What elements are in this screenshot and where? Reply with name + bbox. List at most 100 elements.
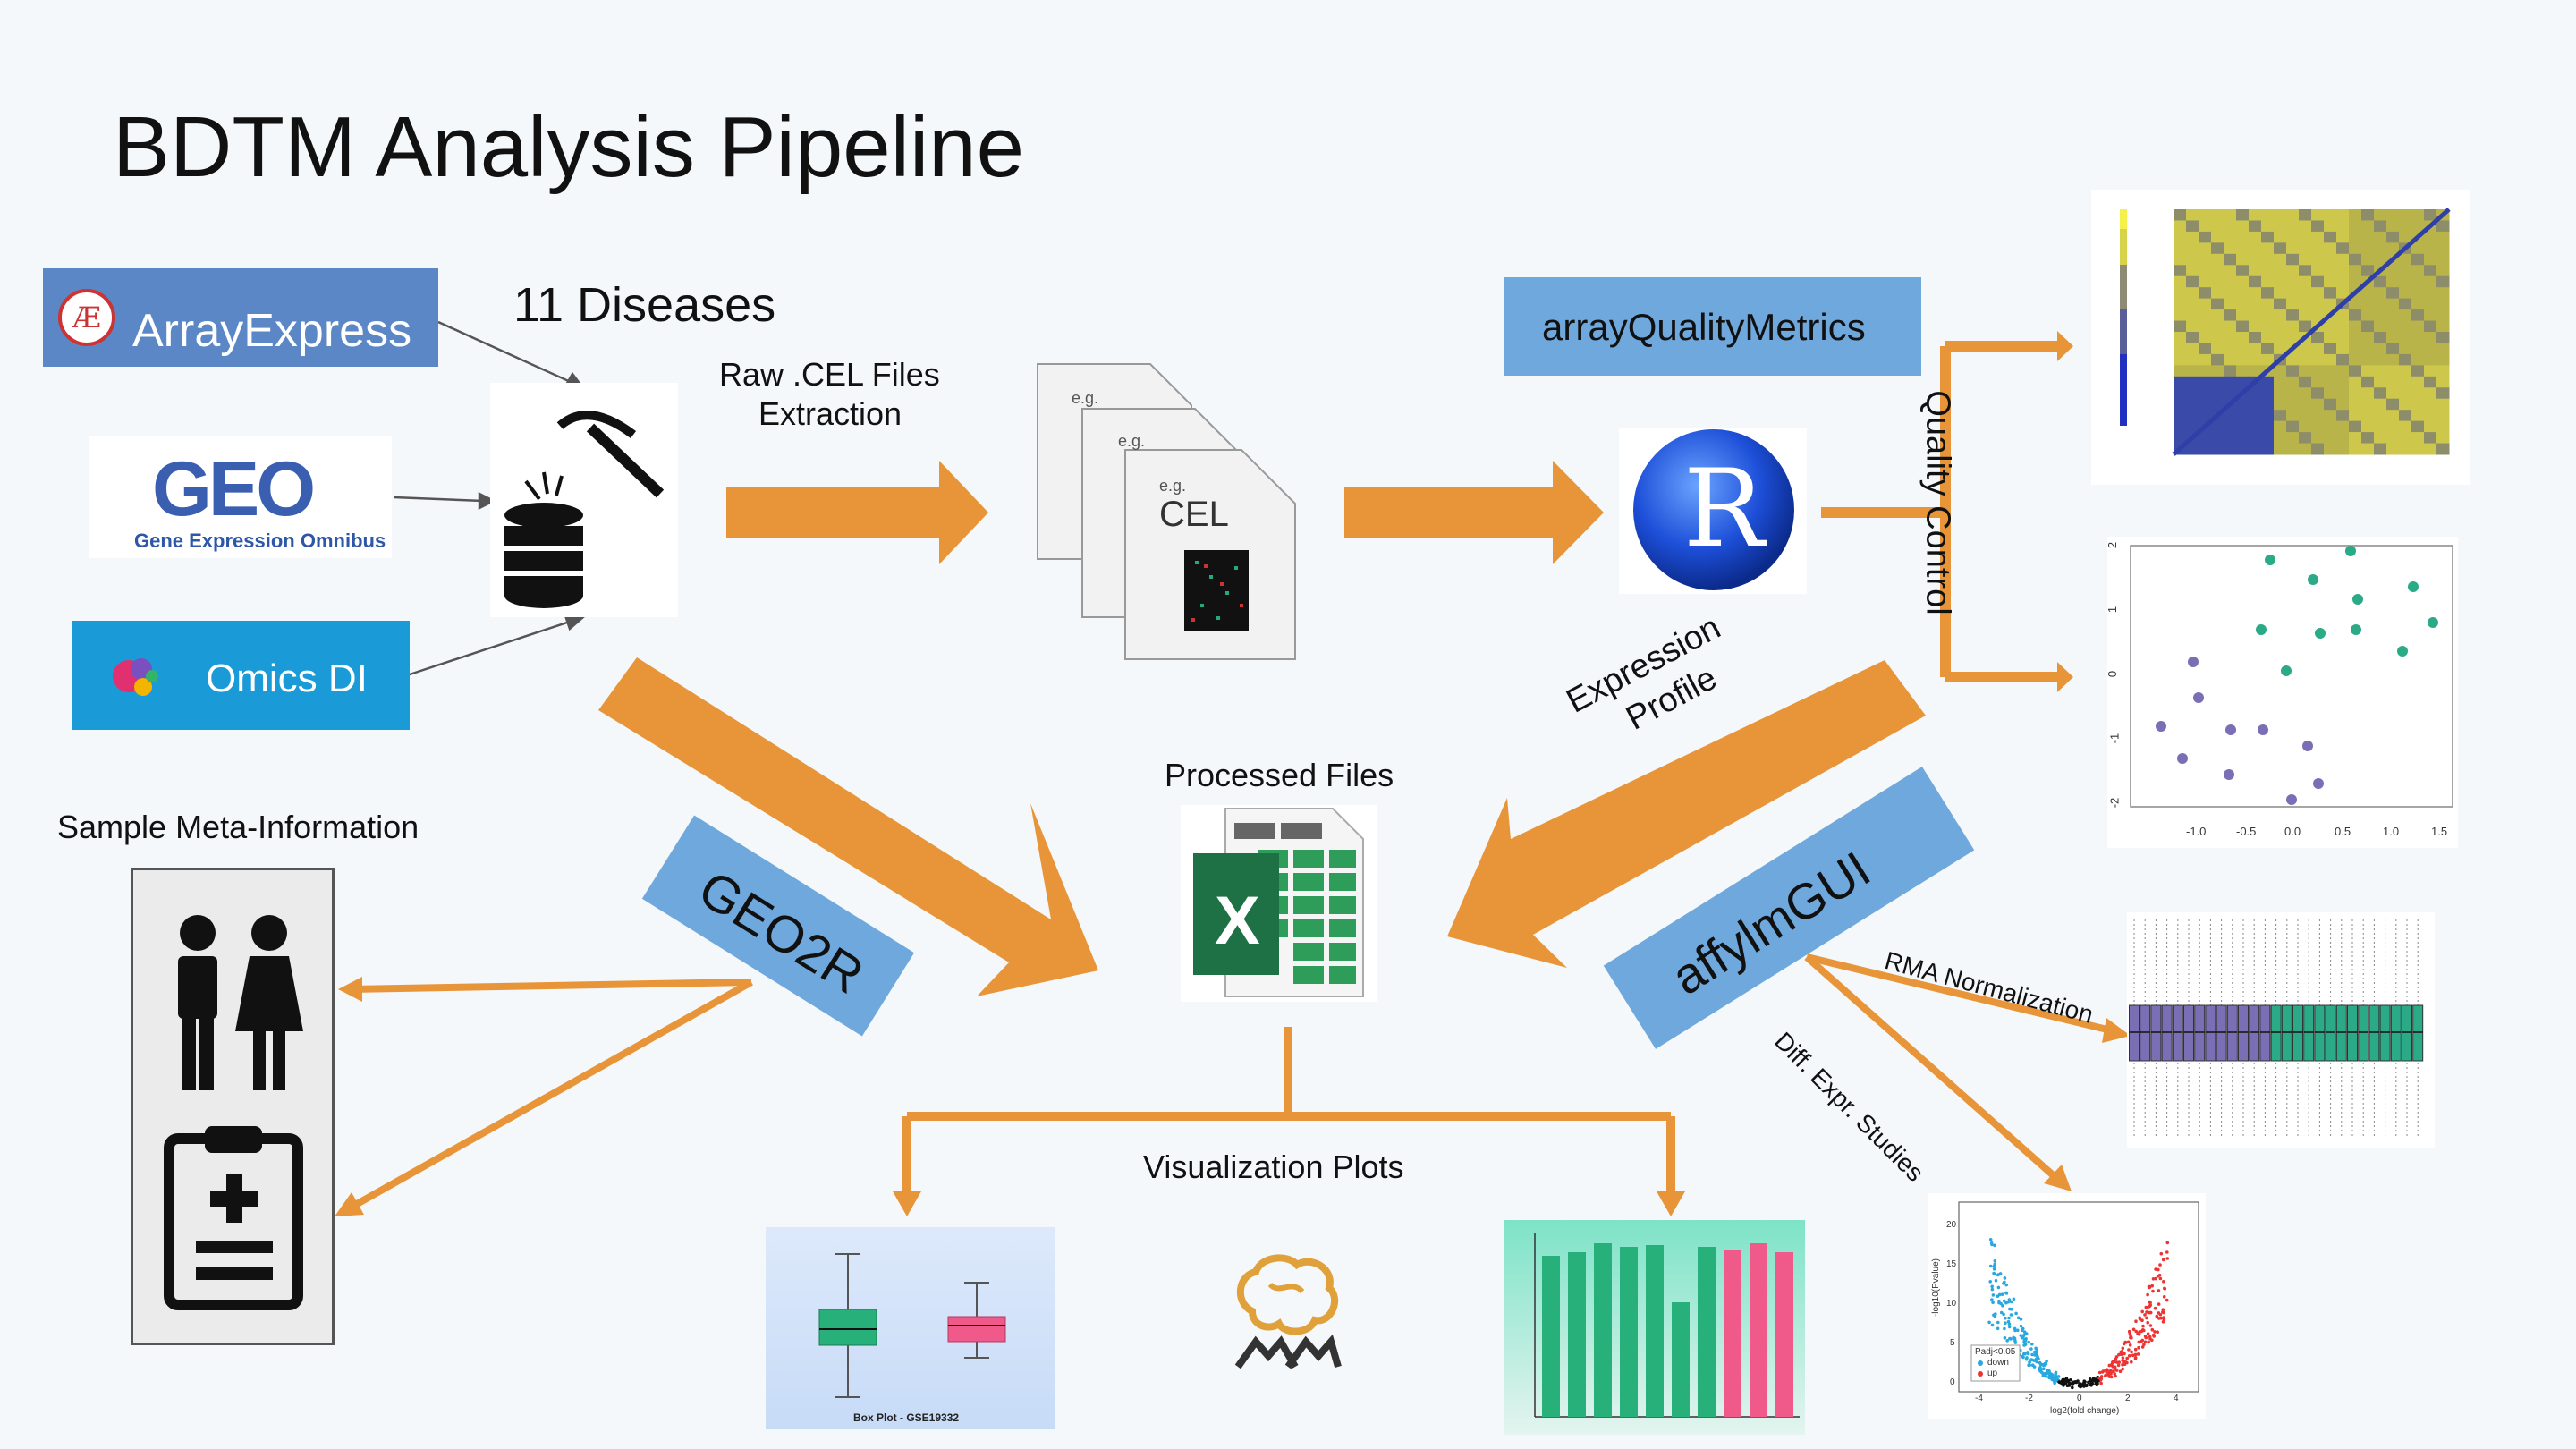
volcano-point [1993,1262,1996,1267]
heatmap-cell [2174,265,2187,277]
heatmap-cell [2186,410,2199,422]
pca-y-tick-1: 2 [2106,541,2120,549]
heatmap-cell [2436,432,2450,445]
heatmap-cell [2211,275,2224,288]
volcano-point [2165,1241,2170,1245]
heatmap-cell [2186,353,2199,366]
heatmap-cell [2174,287,2187,300]
volcano-point [2123,1352,2126,1356]
viz-bar [1646,1245,1664,1417]
heatmap-cell [2399,220,2412,233]
heatmap-cell [2211,398,2224,411]
volcano-x-tick-2: -2 [2025,1394,2033,1403]
heatmap-cell [2336,398,2350,411]
heatmap-cell [2361,209,2375,221]
volcano-point [1997,1292,2002,1297]
heatmap-cell [2399,420,2412,433]
heatmap-cell [2199,253,2212,266]
heatmap-cell [2424,387,2437,400]
heatmap-cell [2386,220,2400,233]
heatmap-cell [2261,398,2275,411]
heatmap-cell [2249,387,2262,400]
volcano-point [2001,1304,2004,1308]
heatmap-cell [2436,443,2450,455]
heatmap-cell [2224,343,2237,355]
volcano-legend-title: Padj<0.05 [1975,1347,2016,1357]
heatmap-cell [2224,443,2237,455]
heatmap-cell [2424,365,2437,377]
heatmap-cell [2274,320,2287,333]
heatmap-cell [2311,220,2325,233]
viz-left-arrow-head [893,1191,921,1216]
pca-teal-points [2256,546,2438,676]
heatmap-cell [2186,287,2199,300]
heatmap-cell [2361,332,2375,343]
heatmap-cell [2436,309,2450,322]
volcano-point [2124,1341,2128,1344]
heatmap-cell [2399,398,2412,411]
brain-logo-icon [1234,1254,1342,1369]
heatmap-cell [2199,332,2212,343]
rma-box [2183,1004,2194,1062]
heatmap-cell [2311,410,2325,422]
heatmap-cell [2386,242,2400,255]
heatmap-cell [2249,298,2262,310]
heatmap-cell [2336,343,2350,355]
heatmap-cell [2361,253,2375,266]
heatmap-cell [2436,376,2450,388]
heatmap-cell [2174,220,2187,233]
volcano-x-label: log2(fold change) [2050,1406,2120,1416]
heatmap-cell [2299,432,2312,445]
volcano-point [1993,1259,1997,1263]
heatmap-cell [2286,253,2300,266]
heatmap-cell [2274,387,2287,400]
volcano-point [2003,1336,2007,1340]
heatmap-cell [2324,420,2337,433]
heatmap-cell [2336,265,2350,277]
heatmap-cell [2236,253,2250,266]
heatmap-cell [2186,242,2199,255]
heatmap-cell [2224,376,2237,388]
heatmap-cell [2249,220,2262,233]
heatmap-cell [2424,443,2437,455]
heatmap-cell [2349,353,2362,366]
heatmap-cell [2411,365,2425,377]
arrayexpress-icon: Æ [58,289,115,346]
volcano-point [2035,1360,2038,1364]
heatmap-cell [2386,287,2400,300]
heatmap-cell [2186,420,2199,433]
heatmap-cell [2374,209,2387,221]
sample-meta-label: Sample Meta-Information [57,809,419,845]
heatmap-cell [2436,398,2450,411]
volcano-point [2140,1329,2143,1334]
heatmap-cell [2336,231,2350,243]
volcano-point [2157,1302,2161,1306]
volcano-point [1988,1264,1993,1268]
viz-bar [1594,1243,1612,1417]
heatmap-cell [2261,298,2275,310]
heatmap-cell [2261,275,2275,288]
processed-files-label: Processed Files [1165,757,1394,793]
heatmap-cell [2261,376,2275,388]
volcano-point [2019,1318,2023,1321]
heatmap-cell [2236,398,2250,411]
heatmap-cell [2174,275,2187,288]
pca-x-tick-6: 1.5 [2431,825,2448,838]
volcano-point [2002,1312,2005,1317]
viz-boxplot-graphic [818,1253,1006,1398]
heatmap-cell [2424,343,2437,355]
heatmap-cell [2199,231,2212,243]
heatmap-cell [2399,275,2412,288]
heatmap-cell [2349,220,2362,233]
heatmap-cell [2424,320,2437,333]
heatmap-cell [2249,242,2262,255]
volcano-point [2024,1337,2028,1341]
volcano-point [2019,1334,2022,1337]
volcano-point [1997,1299,2001,1303]
heatmap-cell [2349,275,2362,288]
arrayexpress-label: ArrayExpress [132,305,412,357]
volcano-point [2140,1345,2145,1349]
volcano-point [2007,1316,2011,1320]
volcano-point [1990,1323,1995,1327]
volcano-x-tick-1: -4 [1975,1394,1983,1403]
